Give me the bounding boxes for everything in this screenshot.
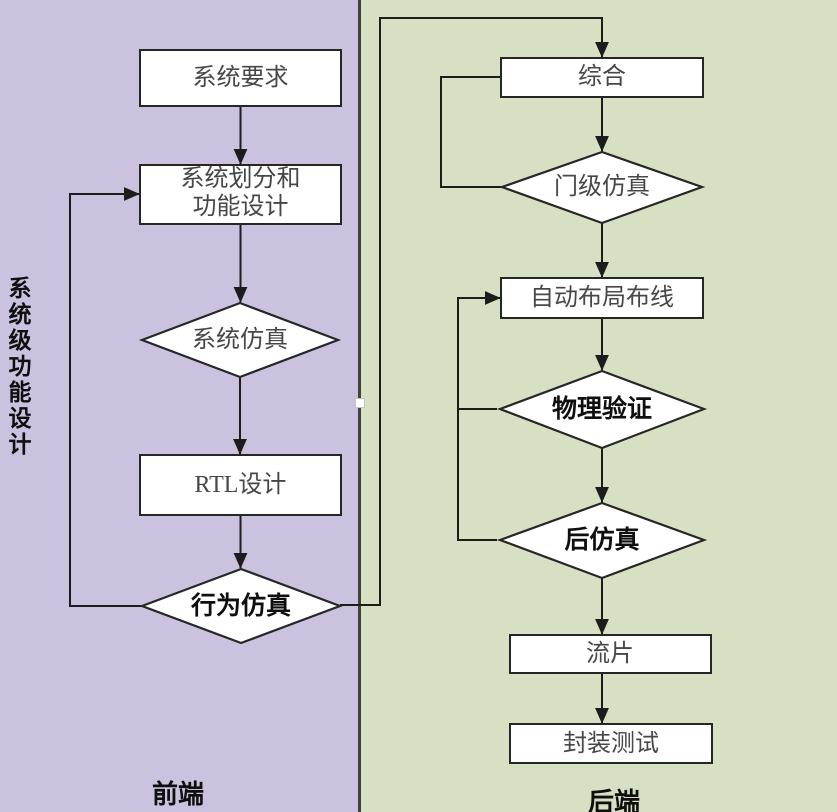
node-synthesis-label: 综合 — [578, 63, 626, 90]
frontend-panel — [0, 0, 360, 812]
node-gate-level-simulation — [498, 150, 706, 225]
arrow-behavsim-to-synthesis — [340, 17, 609, 606]
node-tapeout-label: 流片 — [586, 640, 634, 667]
arrow-behavsim-feedback-to-partition — [69, 187, 142, 607]
node-auto-place-route — [500, 277, 704, 319]
node-tapeout — [509, 634, 712, 674]
frontend-side-label: 系统级功能设计 — [5, 276, 31, 458]
node-system-requirements — [139, 49, 342, 107]
node-rtl-design — [139, 454, 342, 516]
arrow-postsim-feedback-to-apr — [457, 291, 501, 541]
node-system-partition-label-line2: 功能设计 — [193, 193, 289, 220]
node-gate-level-simulation-label: 门级仿真 — [554, 173, 650, 200]
node-post-simulation-label: 后仿真 — [564, 526, 639, 554]
backend-region-label: 后端 — [588, 787, 641, 812]
node-behavioral-simulation — [138, 567, 344, 645]
node-behavioral-simulation-label: 行为仿真 — [190, 592, 291, 620]
node-synthesis — [500, 57, 704, 98]
node-physical-verification — [496, 369, 708, 450]
node-system-simulation-label: 系统仿真 — [192, 326, 288, 353]
selection-handle-artifact — [355, 398, 365, 408]
frontend-region-label: 前端 — [152, 779, 205, 809]
line-gatesim-feedback-to-synthesis — [440, 76, 502, 188]
node-package-test-label: 封装测试 — [563, 730, 659, 757]
node-post-simulation — [496, 501, 708, 580]
node-physical-verification-label: 物理验证 — [552, 394, 652, 423]
node-system-requirements-label: 系统要求 — [193, 64, 289, 91]
node-package-test — [509, 723, 713, 764]
node-system-partition-label-line1: 系统划分和 — [181, 165, 301, 192]
node-auto-place-route-label: 自动布局布线 — [530, 284, 674, 311]
node-system-partition — [139, 164, 342, 225]
node-rtl-design-label: RTL设计 — [195, 471, 287, 498]
node-system-simulation — [138, 301, 342, 379]
